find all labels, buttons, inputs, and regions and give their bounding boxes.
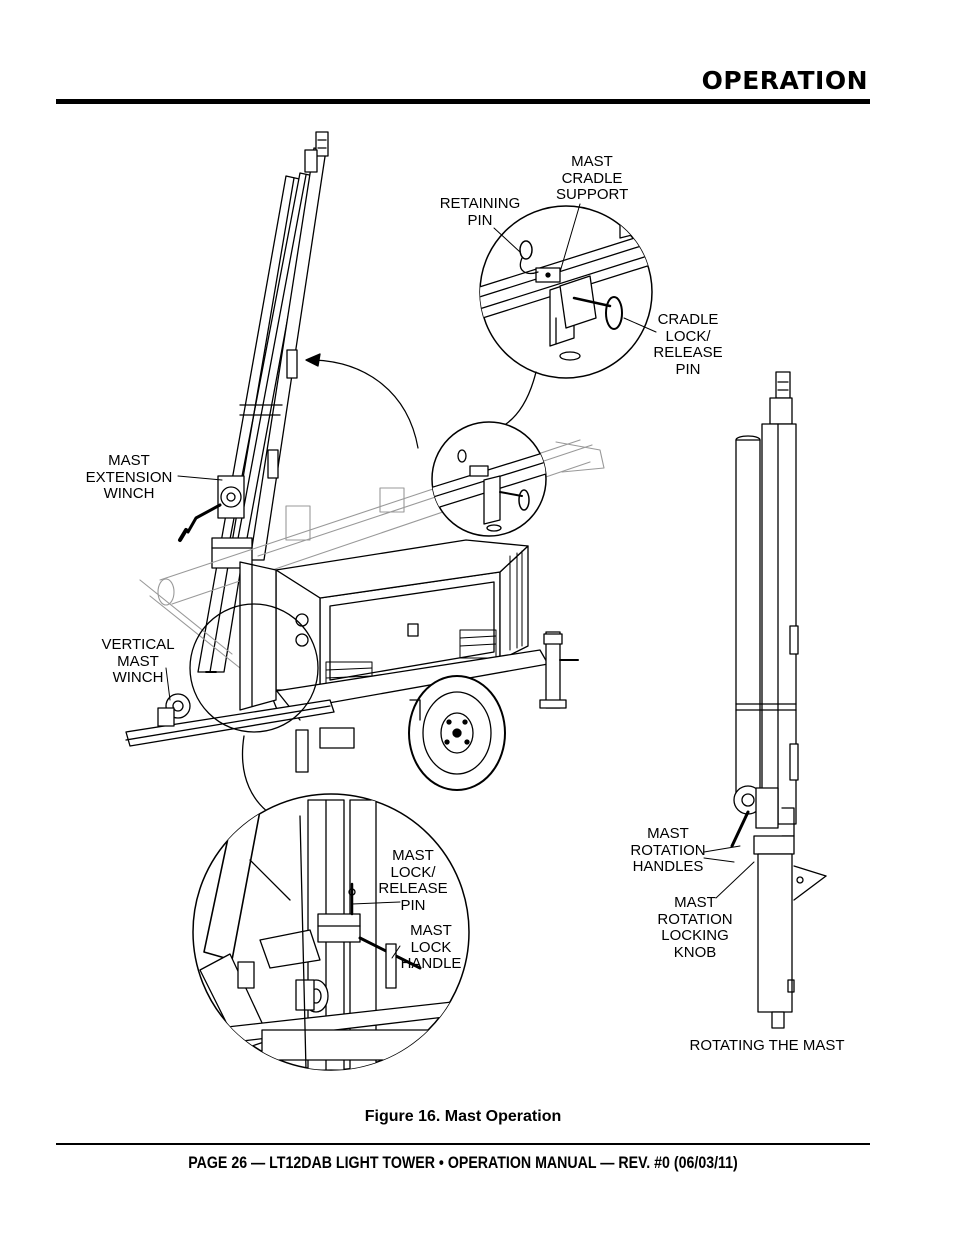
callout-retaining-pin: RETAINING PIN <box>439 195 521 229</box>
leader-lines <box>165 203 755 959</box>
callout-vertical-mast-winch: VERTICAL MAST WINCH <box>101 636 175 686</box>
trailer-generator <box>125 439 605 791</box>
callout-mast-rotation-handles: MAST ROTATION HANDLES <box>630 825 706 875</box>
section-title: OPERATION <box>701 66 868 95</box>
figure-caption: Figure 16. Mast Operation <box>364 1108 562 1125</box>
callout-cradle-lock-release-pin: CRADLE LOCK/ RELEASE PIN <box>653 311 723 378</box>
callout-mast-rotation-locking-knob: MAST ROTATION LOCKING KNOB <box>657 894 733 961</box>
header-rule <box>56 99 870 104</box>
callout-mast-lock-handle: MAST LOCK HANDLE <box>400 922 462 972</box>
callout-mast-lock-release-pin: MAST LOCK/ RELEASE PIN <box>378 847 448 914</box>
detail-circle-base <box>189 603 319 733</box>
footer-rule <box>56 1143 870 1145</box>
rotating-mast <box>730 371 827 1029</box>
page-footer: PAGE 26 — LT12DAB LIGHT TOWER • OPERATIO… <box>188 1154 738 1172</box>
callout-rotating-the-mast: ROTATING THE MAST <box>689 1037 845 1054</box>
callout-mast-cradle-support: MAST CRADLE SUPPORT <box>556 153 629 203</box>
raised-mast <box>178 131 329 673</box>
callout-mast-extension-winch: MAST EXTENSION WINCH <box>85 452 173 502</box>
